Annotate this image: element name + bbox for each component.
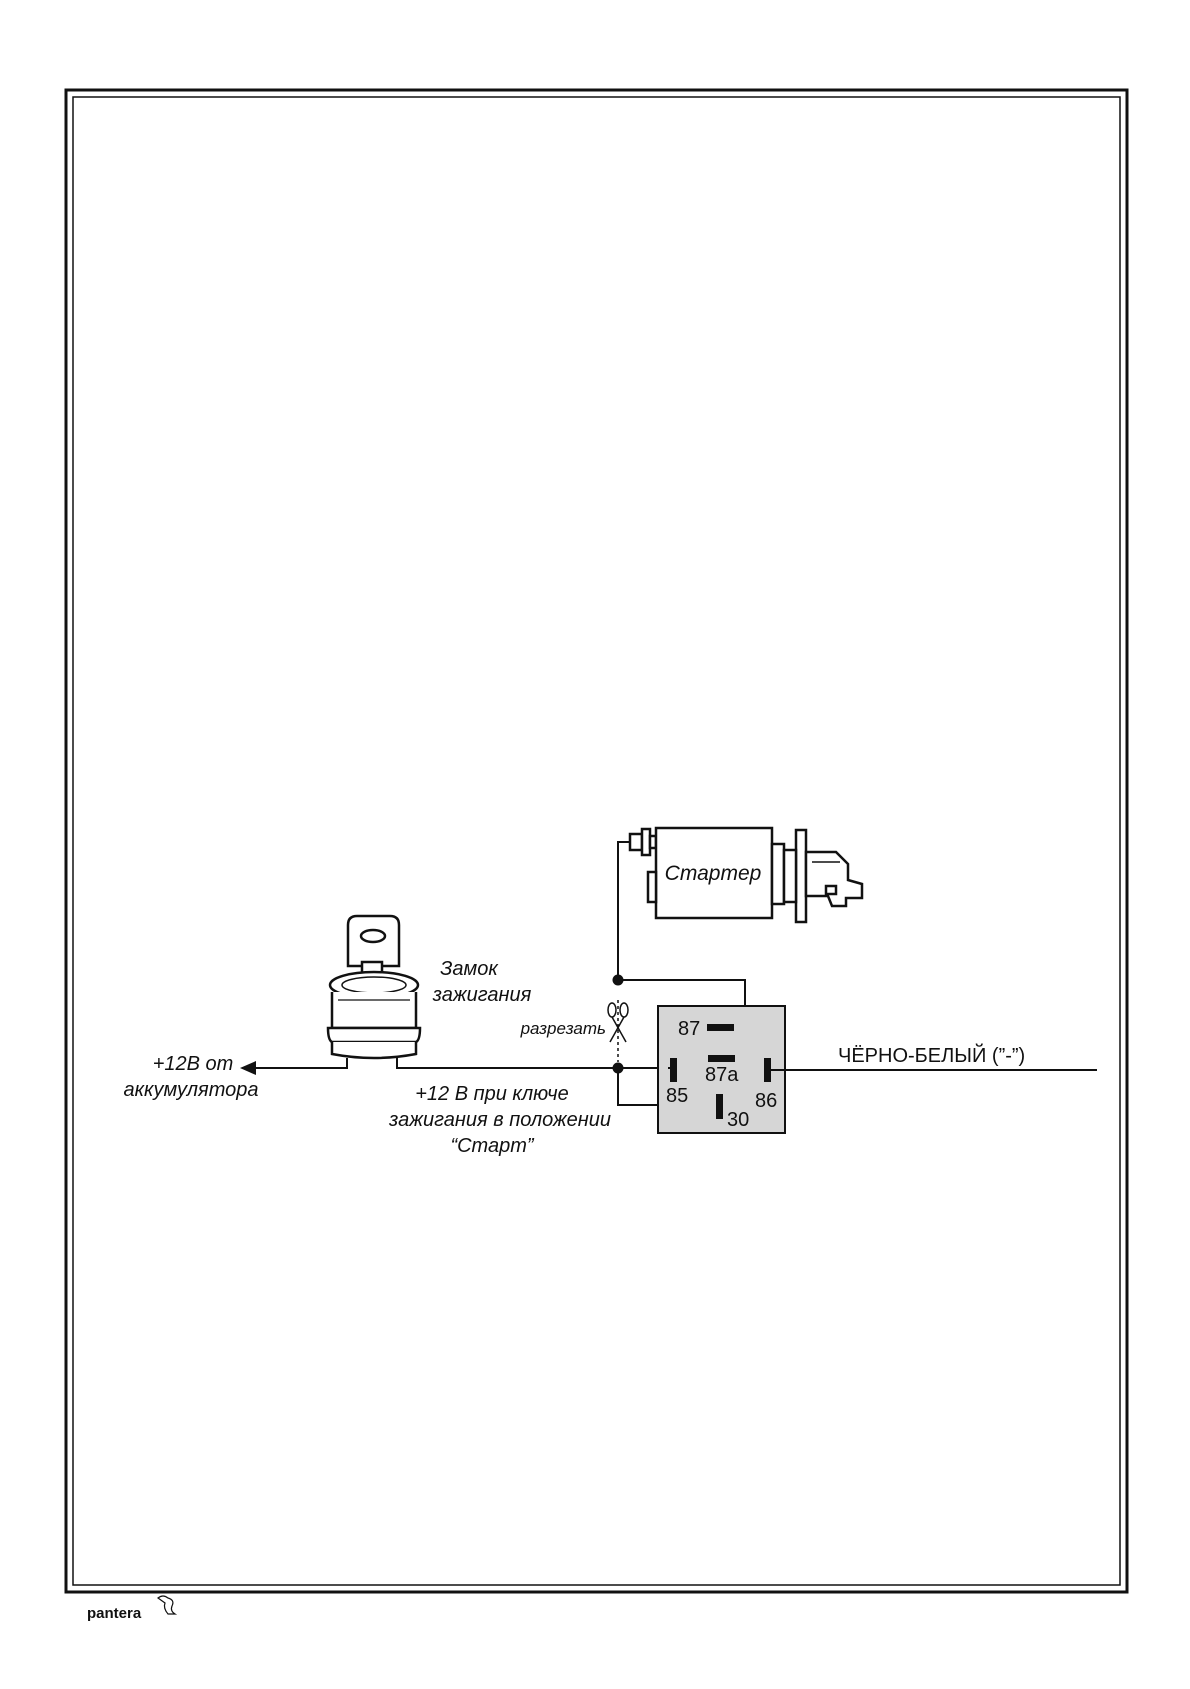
pin-86-label: 86 [755, 1090, 777, 1112]
pantera-logo: pantera [87, 1595, 178, 1622]
start-label-line2: зажигания в положении [388, 1109, 611, 1131]
starter-motor-icon [628, 826, 864, 924]
pin-85-label: 85 [666, 1085, 688, 1107]
battery-arrow-icon [240, 1061, 256, 1075]
starter-label: Стартер [665, 862, 762, 885]
inner-frame [72, 96, 1121, 1586]
pin-87-label: 87 [678, 1018, 700, 1040]
pin-86-contact [764, 1058, 771, 1082]
pin-87a-contact [708, 1055, 735, 1062]
junction-dot-bottom [612, 1062, 624, 1074]
pin-87a-label: 87a [705, 1064, 739, 1086]
starter-wire [617, 841, 631, 976]
battery-label-line1: +12В от [153, 1053, 234, 1075]
pin-30-label: 30 [727, 1109, 749, 1131]
panther-head-icon [157, 1595, 178, 1615]
start-label-line1: +12 В при ключе [415, 1083, 569, 1105]
junction-dot-top [612, 974, 624, 986]
start-wire [396, 1058, 668, 1069]
ignition-lock-icon [326, 914, 422, 1060]
wire-label: ЧЁРНО-БЕЛЫЙ (”-”) [838, 1043, 1025, 1067]
scissors-icon [607, 1002, 629, 1043]
pin-87-contact [707, 1024, 734, 1031]
outer-frame [64, 88, 1129, 1594]
pin-85-contact [670, 1058, 677, 1082]
logo-text: pantera [87, 1605, 142, 1622]
start-label-line3: “Старт” [450, 1135, 534, 1157]
lock-label-line2: зажигания [432, 984, 532, 1006]
relay: 87 87a 85 86 30 [657, 1005, 786, 1134]
lock-label-line1: Замок [440, 958, 499, 980]
cut-label: разрезать [520, 1019, 606, 1038]
battery-wire [252, 1058, 348, 1069]
pin-30-contact [716, 1094, 723, 1119]
battery-label-line2: аккумулятора [123, 1079, 258, 1101]
